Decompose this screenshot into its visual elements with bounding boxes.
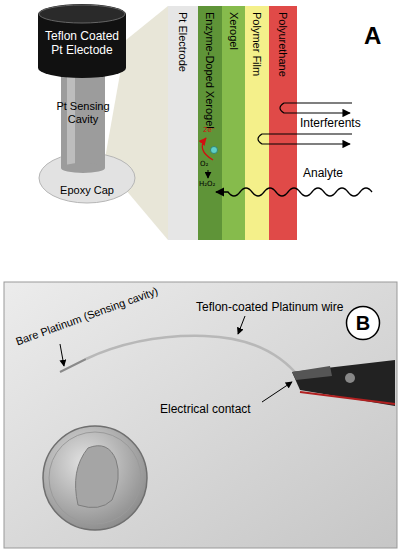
electron-label: 2e⁻ (203, 126, 215, 134)
leader-arrow (262, 382, 292, 402)
xerogel-layer: Xerogel (222, 6, 245, 240)
enzyme-xerogel-layer: Enzyme-Doped Xerogel (198, 6, 222, 240)
cavity-end (61, 163, 105, 173)
cylinder-top (39, 5, 125, 23)
interferents-label: Interferents (300, 116, 361, 130)
wire-label: Teflon-coated Platinum wire (196, 300, 343, 314)
panel-letter-circle: B (345, 305, 381, 341)
coin-portrait (76, 446, 119, 508)
electrode-layer: Pt Electrode (168, 6, 198, 240)
sensing-cavity: Pt Sensing Cavity (61, 68, 105, 174)
oxygen-label: O₂ (200, 160, 208, 168)
analyte-label: Analyte (303, 166, 343, 180)
panel-letter: A (364, 22, 381, 50)
polymer-film-layer: Polymer Film (245, 6, 269, 240)
clip-jaw (292, 366, 332, 380)
cap-ellipse (39, 153, 135, 203)
alligator-clip (292, 360, 395, 406)
clip-red-stripe (300, 392, 395, 404)
node-label: Pt Electrode (168, 12, 198, 236)
node-label: Polyurethane (269, 12, 297, 236)
photo-background (4, 282, 397, 548)
node-label: Teflon Coated Pt Electode (40, 30, 124, 58)
enzyme-symbol (211, 147, 218, 154)
teflon-wire (86, 336, 300, 378)
electrode-cylinder: Teflon Coated Pt Electode (38, 4, 126, 78)
reaction-arrow (208, 170, 209, 178)
leader-arrow (238, 316, 245, 334)
node-label: Polymer Film (245, 12, 269, 236)
coin-rim (49, 432, 141, 524)
node-label: Epoxy Cap (38, 184, 136, 197)
node-label: Xerogel (222, 12, 245, 236)
nickel-coin (43, 426, 147, 530)
peroxide-label: H₂O₂ (199, 180, 215, 188)
node-label: B (345, 312, 381, 335)
clip-rivet (345, 373, 355, 383)
node-label: Pt Sensing Cavity (45, 100, 121, 125)
node-label: Enzyme-Doped Xerogel (198, 12, 222, 236)
cylinder-body (38, 4, 126, 78)
contact-label: Electrical contact (160, 402, 251, 416)
leader-arrow (60, 344, 64, 366)
polyurethane-layer: Polyurethane (269, 6, 297, 240)
